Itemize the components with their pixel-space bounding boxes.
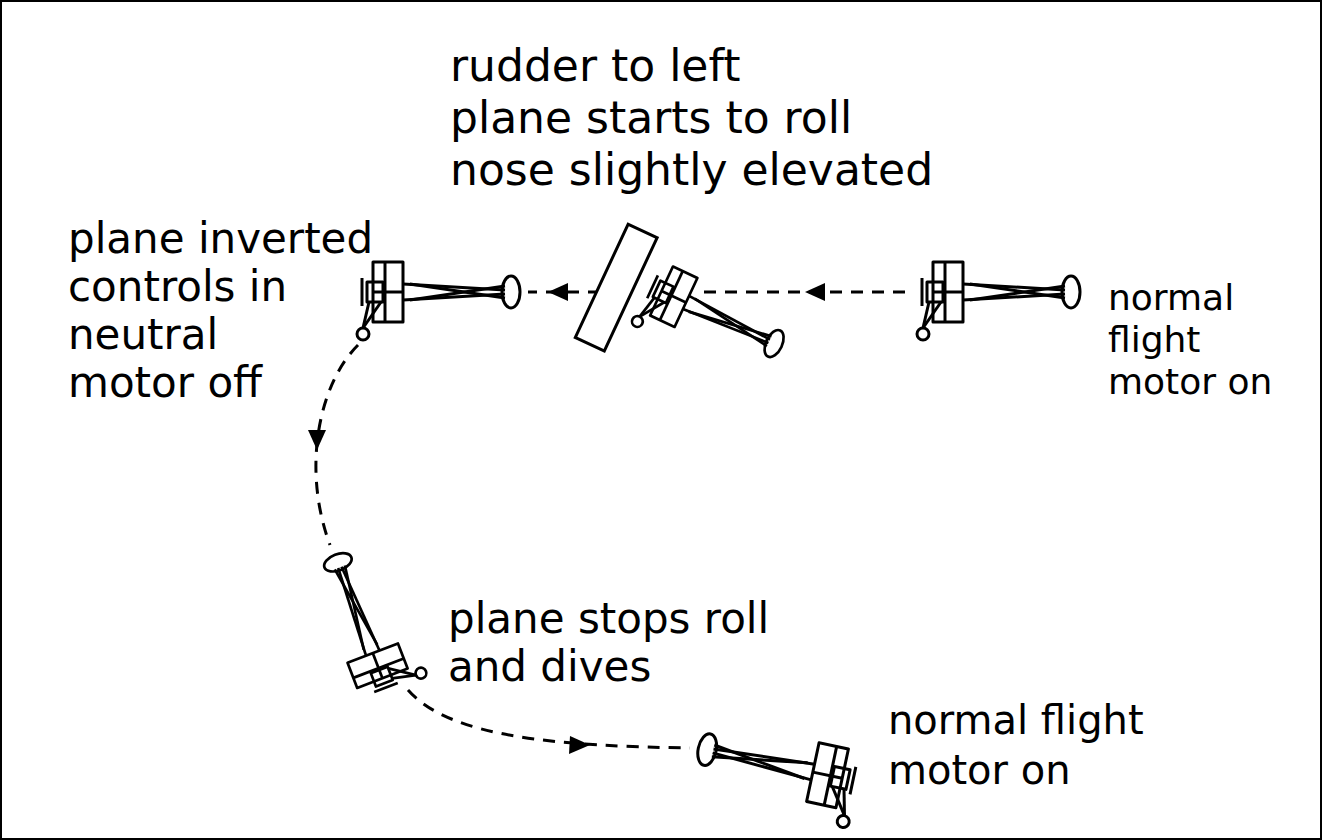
annotation-label: plane inverted — [68, 218, 373, 260]
annotation-label: normal — [1108, 280, 1234, 316]
annotation-label: flight — [1108, 322, 1200, 358]
annotation-label: and dives — [448, 646, 651, 688]
annotation-label: neutral — [68, 314, 218, 356]
annotation-label: motor on — [888, 750, 1071, 790]
annotation-label: rudder to left — [450, 44, 740, 88]
annotation-label: controls in — [68, 266, 287, 308]
plane-inverted — [357, 262, 520, 340]
plane-diving — [310, 539, 428, 701]
annotation-label: plane stops roll — [448, 598, 769, 640]
path-arrowheads — [308, 283, 825, 754]
plane-rolling — [575, 224, 793, 386]
annotation-label: motor off — [68, 362, 262, 404]
plane-recovered — [688, 718, 864, 828]
plane-normal — [917, 262, 1080, 340]
flight-path — [316, 292, 905, 748]
annotation-label: normal flight — [888, 700, 1144, 740]
annotation-label: nose slightly elevated — [450, 148, 933, 192]
annotation-label: motor on — [1108, 364, 1272, 400]
annotation-label: plane starts to roll — [450, 96, 852, 140]
